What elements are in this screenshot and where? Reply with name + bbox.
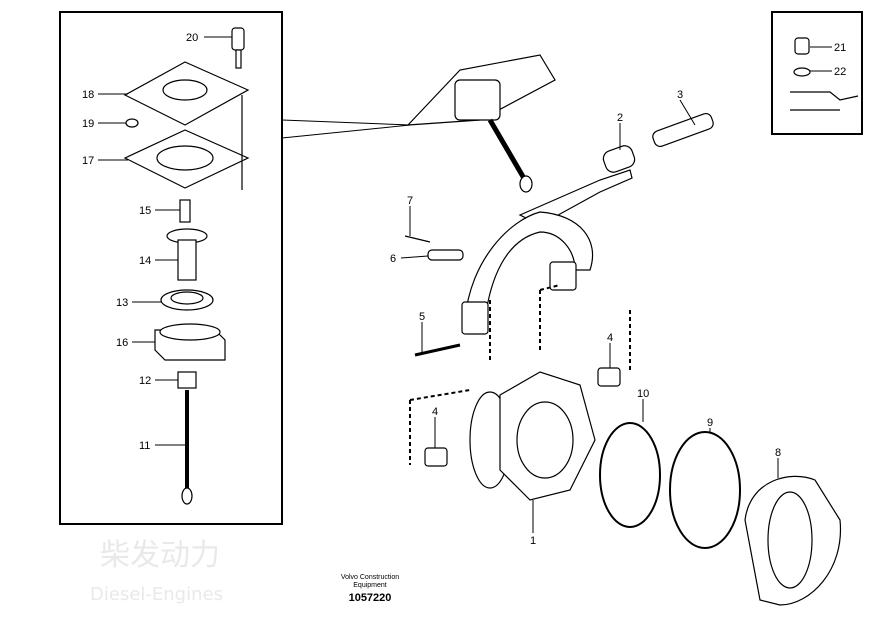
callout-2: 2	[617, 112, 623, 124]
watermark-en: Diesel-Engines	[90, 584, 223, 605]
callout-20: 20	[186, 32, 198, 44]
callout-labels: 20 18 19 17 15 14 13 16 12 11 21 22 3 2 …	[82, 32, 846, 547]
callout-1: 1	[530, 535, 536, 547]
leader-lines	[98, 36, 832, 533]
callout-22: 22	[834, 66, 846, 78]
callout-10: 10	[637, 388, 649, 400]
callout-13: 13	[116, 297, 128, 309]
callout-3: 3	[677, 89, 683, 101]
callout-4-lower: 4	[432, 406, 438, 418]
drawing-number: 1057220	[348, 592, 392, 604]
company-name: Volvo Construction Equipment	[340, 574, 400, 589]
detail-box-left	[59, 11, 283, 525]
assembly-dashed-lines	[409, 284, 631, 465]
drawing-footer: Volvo Construction Equipment 1057220	[300, 574, 440, 604]
watermark-cn: 柴发动力	[100, 538, 220, 573]
callout-12: 12	[139, 375, 151, 387]
callout-4-upper: 4	[607, 332, 613, 344]
callout-21: 21	[834, 42, 846, 54]
callout-17: 17	[82, 155, 94, 167]
detail-box-right	[771, 11, 863, 135]
callout-15: 15	[139, 205, 151, 217]
callout-16: 16	[116, 337, 128, 349]
callout-6: 6	[390, 253, 396, 265]
callout-19: 19	[82, 118, 94, 130]
callout-9: 9	[707, 417, 713, 429]
callout-18: 18	[82, 89, 94, 101]
callout-14: 14	[139, 255, 151, 267]
callout-8: 8	[775, 447, 781, 459]
detail-pointer	[281, 119, 411, 139]
callout-11: 11	[139, 440, 150, 452]
watermark: 柴发动力 Diesel-Engines	[90, 538, 223, 605]
callout-5: 5	[419, 311, 425, 323]
parts-drawing	[123, 27, 859, 606]
callout-7: 7	[407, 195, 413, 207]
